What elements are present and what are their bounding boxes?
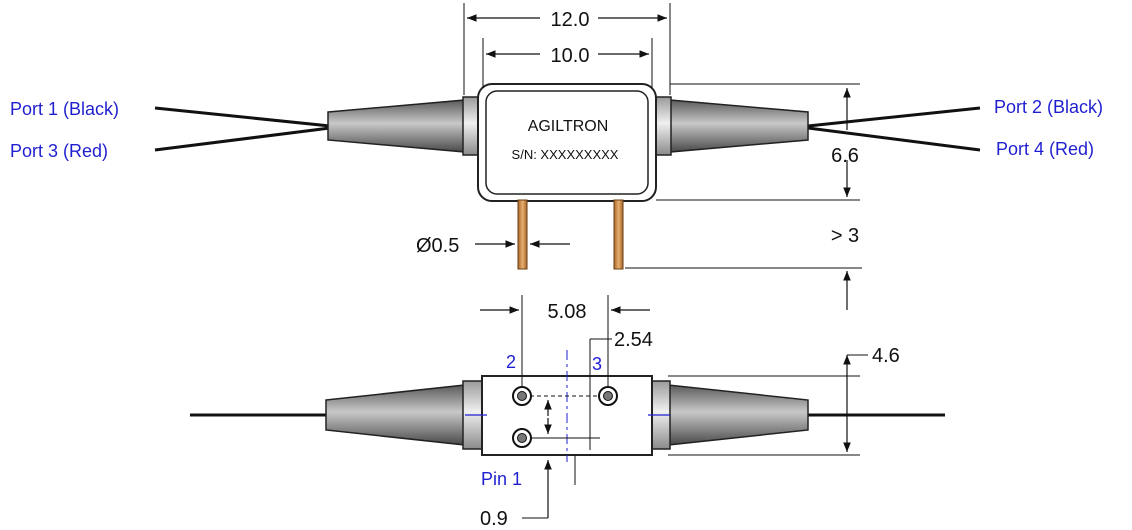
fiber-port2 [807,106,981,128]
right-sleeve [669,99,809,153]
left-sleeve [327,99,466,153]
right-sleeve-bottom [667,384,809,446]
pin-left [517,199,528,270]
brand-label: AGILTRON [528,118,609,135]
dim-pin-edge: 0.9 [480,508,508,530]
dim-width: 4.6 [872,345,900,367]
pin2-center [517,391,527,401]
serial-label: S/N: XXXXXXXXX [512,147,619,162]
pin3-center [603,391,613,401]
dim-height: 6.6 [831,145,859,167]
pin1-label: Pin 1 [481,469,522,489]
fiber-port4 [807,126,981,152]
top-view: AGILTRON S/N: XXXXXXXXX Port 1 (Black) P… [10,3,1103,310]
device-body [477,83,657,202]
fiber-port1 [154,106,331,128]
port3-label: Port 3 (Red) [10,141,108,161]
dim-pin-spacing: 5.08 [548,301,587,323]
pin2-label: 2 [506,352,516,372]
port4-label: Port 4 (Red) [996,139,1094,159]
dim-overall-length: 12.0 [551,9,590,31]
bottom-view: 2 3 Pin 1 5.08 2.54 4.6 0.9 [190,295,945,530]
dim-body-length: 10.0 [551,45,590,67]
dim-pin-diameter: Ø0.5 [416,235,459,257]
device-body-inner [485,90,649,195]
port2-label: Port 2 (Black) [994,97,1103,117]
left-sleeve-bottom [325,384,466,446]
fiber-port3 [154,126,331,152]
dim-pin-length: > 3 [831,225,859,247]
port1-label: Port 1 (Black) [10,99,119,119]
pin1-center [517,433,527,443]
dim-pin-offset: 2.54 [614,329,653,351]
pin-right [613,199,624,270]
pin3-label: 3 [592,354,602,374]
